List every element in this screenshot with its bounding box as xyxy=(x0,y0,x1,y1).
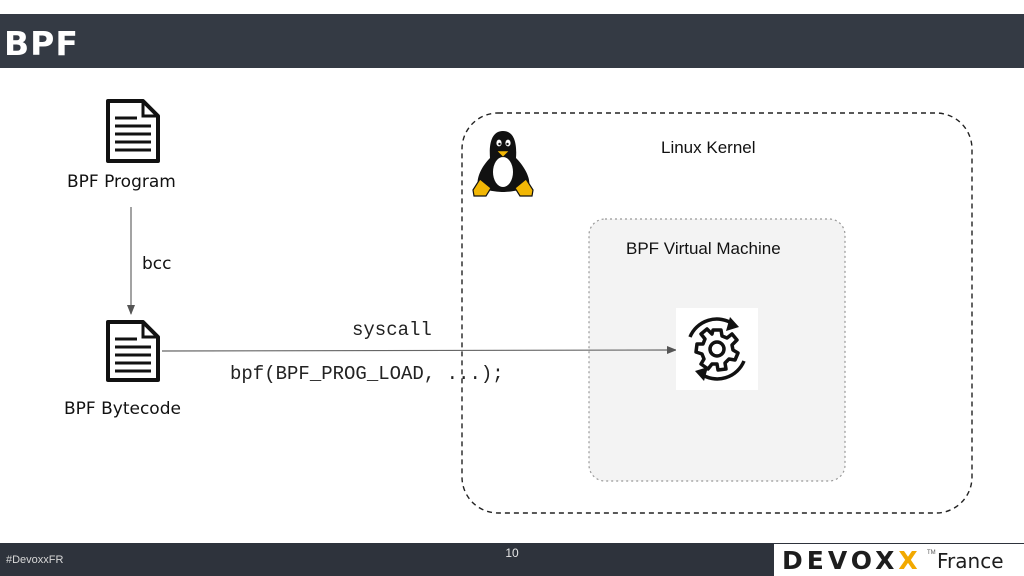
syscall-call-label: bpf(BPF_PROG_LOAD, ...); xyxy=(230,363,504,385)
linux-kernel-box xyxy=(461,112,973,514)
title-bar xyxy=(0,14,1024,68)
linux-kernel-label: Linux Kernel xyxy=(661,138,756,157)
devoxx-france-logo: DEVOXX TM France xyxy=(774,544,1024,576)
bpf-program-label: BPF Program xyxy=(67,172,176,192)
slide-title: BPF xyxy=(4,24,79,63)
bpf-vm-label: BPF Virtual Machine xyxy=(626,239,781,258)
syscall-arrow xyxy=(161,346,677,355)
document-icon xyxy=(106,99,160,163)
document-icon xyxy=(106,320,160,382)
bcc-label: bcc xyxy=(142,254,172,274)
bpf-bytecode-label: BPF Bytecode xyxy=(64,399,181,419)
logo-france-text: France xyxy=(937,549,1004,573)
syscall-label: syscall xyxy=(352,319,432,341)
logo-wordmark: DEVOXX xyxy=(782,546,922,575)
page-number: 10 xyxy=(505,546,519,560)
logo-x-text: X xyxy=(898,546,922,575)
logo-devox-text: DEVOX xyxy=(782,546,899,575)
gear-cycle-icon xyxy=(676,308,758,390)
tux-penguin-icon xyxy=(472,131,534,197)
logo-tm: TM xyxy=(927,550,936,556)
hashtag-label: #DevoxxFR xyxy=(6,554,64,566)
